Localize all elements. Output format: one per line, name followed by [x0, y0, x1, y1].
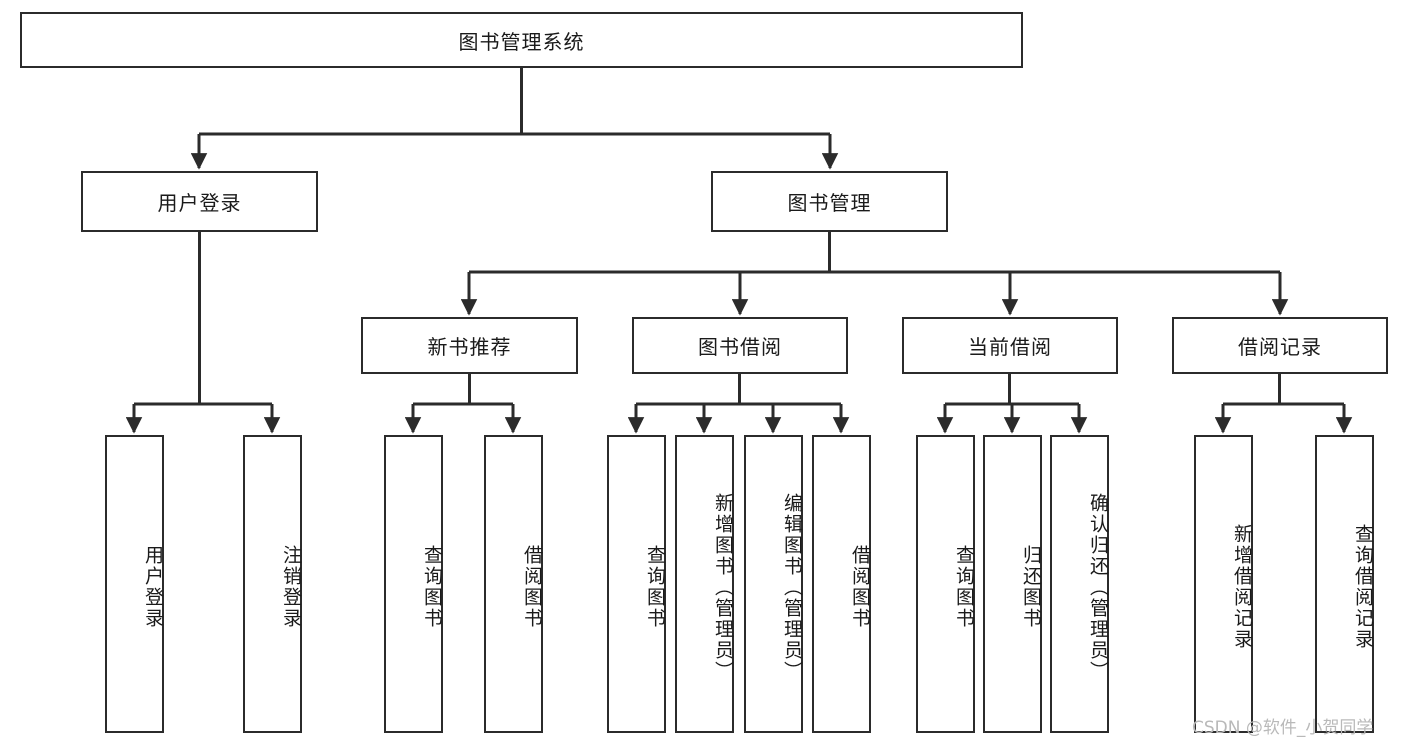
- leaf-add-record-label: 新增借阅记录: [1231, 524, 1253, 650]
- leaf-query-book-1[interactable]: 查询图书: [384, 435, 443, 733]
- leaf-query-book-3-label: 查询图书: [953, 545, 975, 629]
- leaf-borrow-book-1[interactable]: 借阅图书: [484, 435, 543, 733]
- node-root-label: 图书管理系统: [458, 29, 585, 54]
- leaf-logout-login-label: 注销登录: [280, 545, 302, 629]
- leaf-query-record[interactable]: 查询借阅记录: [1315, 435, 1374, 733]
- node-new-book-recommend-label: 新书推荐: [427, 335, 512, 359]
- node-user-login[interactable]: 用户登录: [81, 171, 318, 232]
- node-book-borrow-label: 图书借阅: [698, 335, 782, 359]
- leaf-user-login-label: 用户登录: [142, 545, 164, 629]
- leaf-borrow-book-2[interactable]: 借阅图书: [812, 435, 871, 733]
- watermark-text: CSDN @软件_小贺同学: [1192, 718, 1374, 738]
- leaf-borrow-book-1-label: 借阅图书: [521, 545, 543, 629]
- leaf-confirm-return[interactable]: 确认归还（管理员）: [1050, 435, 1109, 733]
- leaf-return-book[interactable]: 归还图书: [983, 435, 1042, 733]
- node-book-management-label: 图书管理: [787, 191, 872, 215]
- node-book-management[interactable]: 图书管理: [711, 171, 948, 232]
- node-new-book-recommend[interactable]: 新书推荐: [361, 317, 578, 374]
- leaf-user-login[interactable]: 用户登录: [105, 435, 164, 733]
- node-current-borrow-label: 当前借阅: [968, 335, 1052, 359]
- node-borrow-record-label: 借阅记录: [1238, 335, 1322, 359]
- leaf-add-book-label: 新增图书（管理员）: [712, 492, 734, 682]
- leaf-edit-book-label: 编辑图书（管理员）: [781, 492, 803, 682]
- leaf-confirm-return-label: 确认归还（管理员）: [1087, 492, 1109, 682]
- leaf-query-book-3[interactable]: 查询图书: [916, 435, 975, 733]
- leaf-query-book-1-label: 查询图书: [421, 545, 443, 629]
- leaf-return-book-label: 归还图书: [1020, 545, 1042, 629]
- leaf-logout-login[interactable]: 注销登录: [243, 435, 302, 733]
- node-borrow-record[interactable]: 借阅记录: [1172, 317, 1388, 374]
- leaf-edit-book[interactable]: 编辑图书（管理员）: [744, 435, 803, 733]
- node-root[interactable]: 图书管理系统: [20, 12, 1023, 68]
- leaf-query-book-2[interactable]: 查询图书: [607, 435, 666, 733]
- leaf-add-book[interactable]: 新增图书（管理员）: [675, 435, 734, 733]
- leaf-borrow-book-2-label: 借阅图书: [849, 545, 871, 629]
- leaf-add-record[interactable]: 新增借阅记录: [1194, 435, 1253, 733]
- leaf-query-book-2-label: 查询图书: [644, 545, 666, 629]
- node-user-login-label: 用户登录: [157, 191, 242, 215]
- node-book-borrow[interactable]: 图书借阅: [632, 317, 848, 374]
- node-current-borrow[interactable]: 当前借阅: [902, 317, 1118, 374]
- leaf-query-record-label: 查询借阅记录: [1352, 524, 1374, 650]
